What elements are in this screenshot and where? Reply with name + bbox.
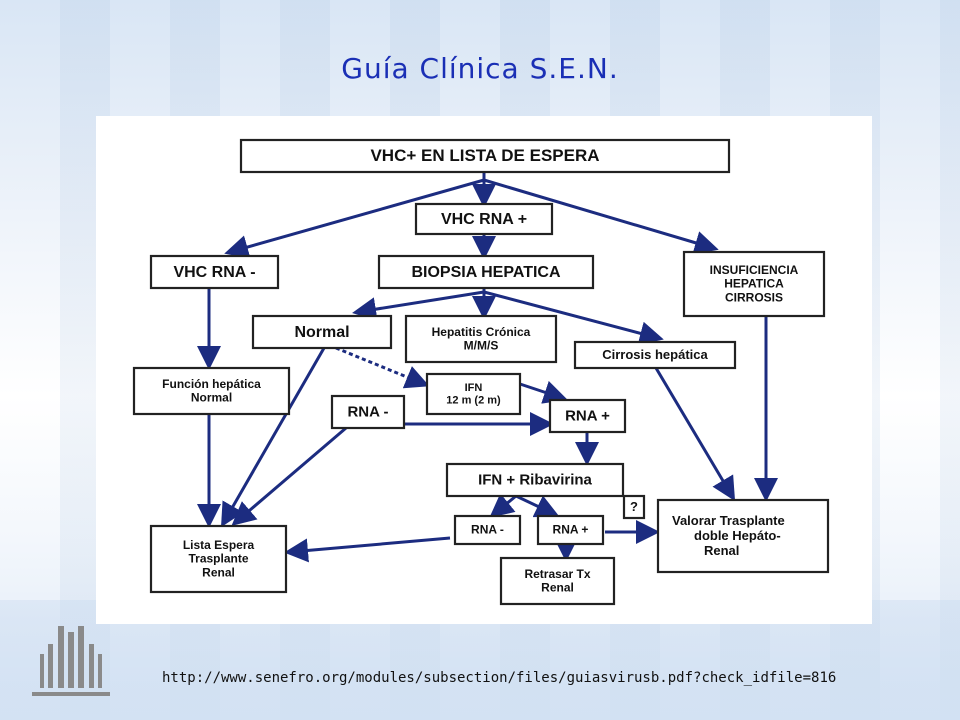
node-box	[425, 372, 522, 416]
node-label: Normal	[294, 324, 349, 341]
flowchart-arrows	[197, 172, 778, 563]
node-rna-minus-2: RNA -	[330, 394, 406, 430]
node-label: IFN + Ribavirina	[478, 472, 592, 489]
node-label: Renal	[202, 565, 235, 579]
node-label: RNA +	[565, 408, 610, 425]
flow-arrow	[221, 347, 326, 528]
node-box	[499, 556, 616, 606]
node-label: VHC RNA +	[441, 211, 527, 228]
node-label: HEPATICA	[724, 277, 784, 291]
node-rna-neg: VHC RNA -	[149, 254, 280, 290]
flow-arrow	[284, 536, 451, 563]
node-rna-pos: VHC RNA +	[414, 202, 554, 236]
flow-arrow	[224, 178, 485, 259]
node-label: VHC RNA -	[173, 264, 255, 281]
node-box	[149, 524, 288, 594]
node-normal: Normal	[251, 314, 393, 350]
node-box	[656, 498, 830, 574]
node-label: RNA +	[553, 523, 589, 537]
flow-arrow	[519, 380, 568, 404]
node-box	[445, 462, 625, 498]
node-box	[132, 366, 291, 416]
sen-logo-icon	[32, 626, 110, 696]
node-box	[377, 254, 595, 290]
node-label: Retrasar Tx	[524, 567, 590, 581]
node-label: BIOPSIA HEPATICA	[411, 264, 560, 281]
flow-arrow	[654, 367, 736, 502]
node-label: IFN	[465, 382, 483, 394]
node-label: 12 m (2 m)	[446, 395, 501, 407]
node-rna-plus-3: RNA +	[536, 514, 605, 546]
flowchart-panel: VHC+ EN LISTA DE ESPERA VHC RNA + VHC RNA …	[96, 116, 872, 624]
node-box	[453, 514, 522, 546]
node-rna-minus-3: RNA -	[453, 514, 522, 546]
node-label: Renal	[704, 543, 739, 558]
node-box	[149, 254, 280, 290]
flow-arrow	[483, 178, 719, 255]
node-label: Valorar Trasplante	[672, 513, 785, 528]
node-box	[239, 138, 731, 174]
flow-arrow	[231, 426, 347, 526]
flowchart-diagram: VHC+ EN LISTA DE ESPERA VHC RNA + VHC RNA …	[132, 138, 830, 606]
flow-arrow	[335, 346, 430, 389]
node-box	[404, 314, 558, 364]
node-biopsy: BIOPSIA HEPATICA	[377, 254, 595, 290]
node-cirrosis: Cirrosis hepática	[573, 340, 737, 370]
node-box	[548, 398, 627, 434]
node-label: CIRROSIS	[725, 290, 783, 304]
flow-arrow	[515, 494, 560, 518]
slide-title: Guía Clínica S.E.N.	[341, 52, 619, 85]
node-label: M/M/S	[464, 339, 499, 353]
node-label: Cirrosis hepática	[602, 347, 708, 362]
flow-arrow	[352, 290, 485, 322]
flowchart-nodes: VHC+ EN LISTA DE ESPERA VHC RNA + VHC RNA …	[132, 138, 830, 606]
node-question: ?	[622, 494, 646, 520]
node-label: Lista Espera	[183, 538, 255, 552]
node-label: Trasplante	[188, 552, 248, 566]
flow-arrow	[483, 290, 664, 346]
node-label: Normal	[191, 391, 232, 405]
node-label: INSUFICIENCIA	[710, 263, 799, 277]
node-label: doble Hepáto-	[694, 528, 781, 543]
node-label: RNA -	[347, 404, 388, 421]
node-box	[330, 394, 406, 430]
node-root: VHC+ EN LISTA DE ESPERA	[239, 138, 731, 174]
node-ifn-riba: IFN + Ribavirina	[445, 462, 625, 498]
node-box	[536, 514, 605, 546]
node-label: Hepatitis Crónica	[432, 325, 531, 339]
node-label: ?	[630, 499, 638, 514]
source-url: http://www.senefro.org/modules/subsectio…	[162, 670, 837, 686]
node-box	[573, 340, 737, 370]
node-label: VHC+ EN LISTA DE ESPERA	[370, 146, 599, 165]
flow-arrow	[489, 493, 517, 518]
node-label: Función hepática	[162, 377, 261, 391]
node-box	[251, 314, 393, 350]
node-label: Renal	[541, 581, 574, 595]
node-box	[622, 494, 646, 520]
node-label: RNA -	[471, 523, 504, 537]
node-box	[414, 202, 554, 236]
node-rna-plus-2: RNA +	[548, 398, 627, 434]
node-box	[682, 250, 826, 318]
